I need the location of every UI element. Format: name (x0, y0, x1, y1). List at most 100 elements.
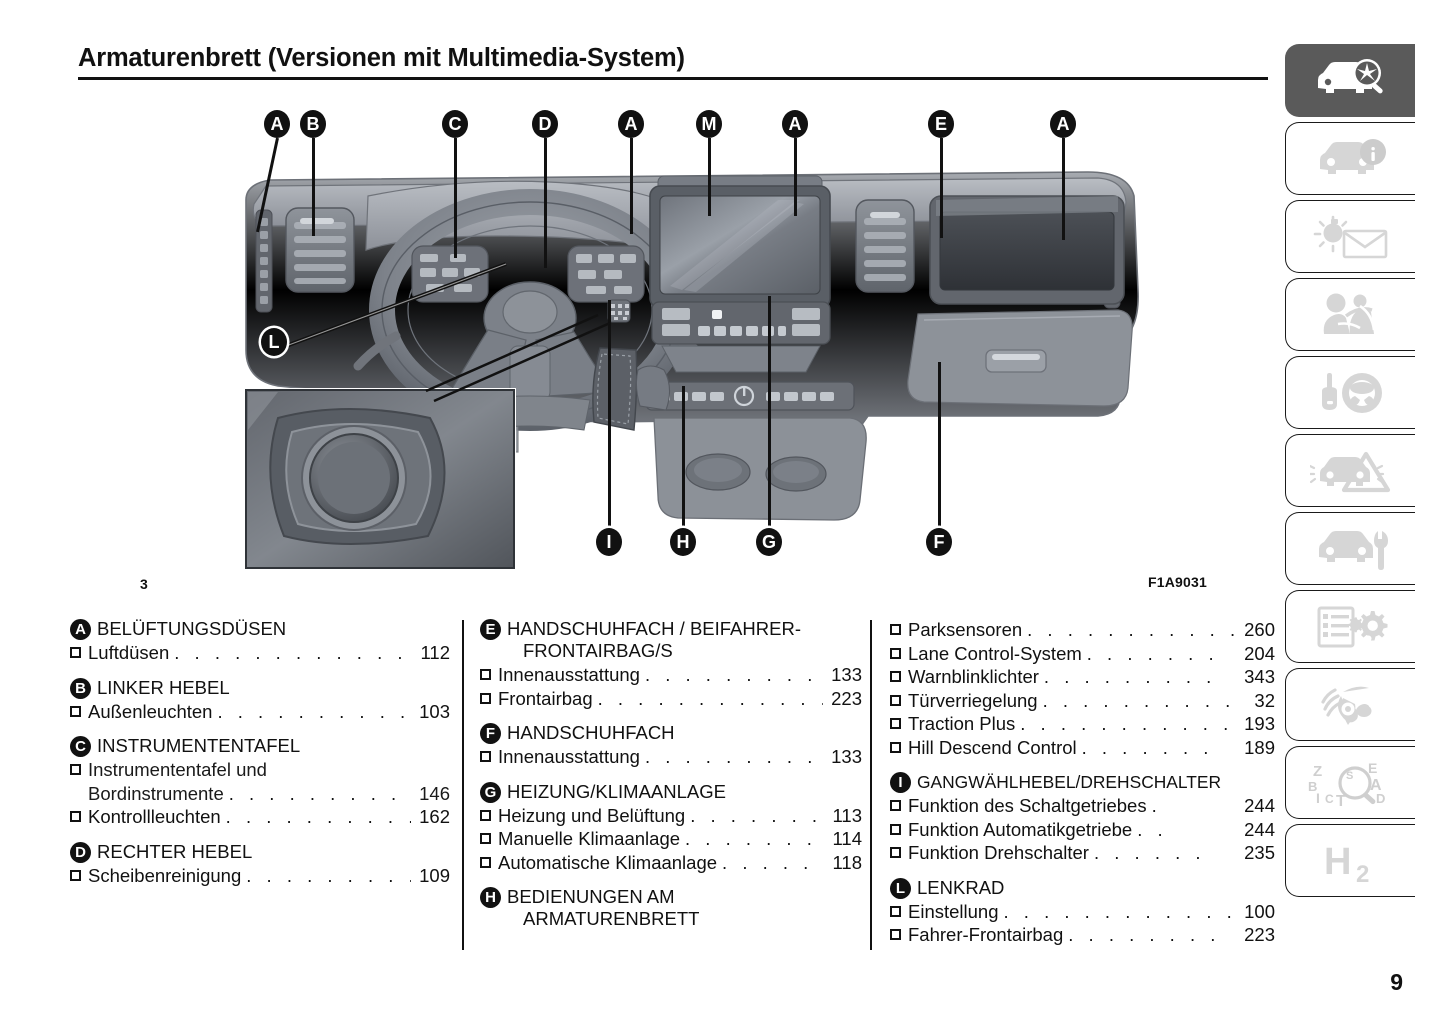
tab-multimedia[interactable] (1285, 668, 1415, 741)
leader-dots: . . . . . . . . . (1043, 666, 1217, 687)
svg-text:S: S (1346, 770, 1353, 782)
legend-item[interactable]: Funktion Drehschalter . . . . . . 235 (890, 841, 1275, 865)
legend-item[interactable]: Parksensoren . . . . . . . . . . . . 260 (890, 618, 1275, 642)
legend-item-label: Funktion Automatikgetriebe (908, 818, 1133, 840)
tab-car-warning-triangle[interactable] (1285, 434, 1415, 507)
svg-text:I: I (1316, 790, 1320, 806)
callout-M: M (696, 110, 722, 138)
legend-item-page: 260 (1244, 619, 1275, 640)
svg-text:A: A (1370, 777, 1382, 794)
legend-group-heading: E HANDSCHUHFACH / BEIFAHRER- FRONTAIRBAG… (480, 618, 862, 662)
legend-item-page: 193 (1244, 713, 1275, 734)
leader-dots: . . . . . . . . . . . . (1020, 713, 1236, 734)
legend-group-heading: I GANGWÄHLHEBEL/DREHSCHALTER (890, 771, 1275, 793)
legend-item[interactable]: Warnblinklichter . . . . . . . . . 343 (890, 665, 1275, 689)
legend-item-page: 118 (832, 851, 863, 873)
car-wrench-icon (1318, 530, 1388, 570)
legend-item[interactable]: Fahrer-Frontairbag . . . . . . . . 223 (890, 923, 1275, 947)
legend-title-I: GANGWÄHLHEBEL/DREHSCHALTER (917, 772, 1222, 792)
legend-item-page: 235 (1244, 842, 1275, 863)
dashboard-switch-bar (645, 381, 855, 411)
leader-dots: . . . . . . . . . (685, 828, 823, 849)
tab-h2[interactable]: H 2 (1285, 824, 1415, 897)
legend-item[interactable]: Kontrollleuchten . . . . . . . . . . . .… (70, 805, 450, 829)
sun-envelope-icon (1313, 215, 1387, 258)
page-number: 9 (1390, 969, 1403, 995)
legend-item[interactable]: Innenausstattung . . . . . . . . . . . .… (480, 663, 862, 687)
leader-dots: . . . . . . . . . . . . (1027, 619, 1236, 640)
tab-car-info[interactable] (1285, 122, 1415, 195)
legend-item-label: Lane Control-System (908, 642, 1082, 664)
legend-divider-1 (462, 620, 464, 950)
legend-item[interactable]: Innenausstattung . . . . . . . . . . . .… (480, 745, 862, 769)
bullet-square-icon (70, 869, 81, 881)
bullet-square-icon (890, 823, 901, 835)
legend-item[interactable]: Instrumententafel und Bordinstrumente . … (70, 758, 450, 805)
tab-car-inspect[interactable] (1285, 44, 1415, 117)
legend-item-label: Heizung und Belüftung (498, 804, 686, 826)
legend-item-label: Hill Descend Control (908, 736, 1077, 758)
leader-F (938, 362, 941, 528)
climate-control-panel (651, 301, 831, 373)
legend-item-label: Instrumententafel und (88, 759, 267, 780)
legend-badge-F: F (480, 723, 501, 744)
leader-dots: . . . . . . . . (690, 804, 823, 826)
svg-text:C: C (1325, 792, 1334, 806)
legend-item-label: Türverriegelung (908, 689, 1038, 711)
legend-item[interactable]: Traction Plus . . . . . . . . . . . . 19… (890, 712, 1275, 736)
leader-A-4 (1062, 138, 1065, 240)
legend-group-heading: H BEDIENUNGEN AM ARMATURENBRETT (480, 886, 862, 930)
tab-list-gears[interactable] (1285, 590, 1415, 663)
legend-title-F: HANDSCHUHFACH (507, 722, 675, 743)
legend-group-L: L LENKRAD Einstellung . . . . . . . . . … (890, 877, 1275, 947)
legend-item[interactable]: Außenleuchten . . . . . . . . . . . . . … (70, 700, 450, 724)
bullet-square-icon (480, 669, 491, 680)
leader-dots: . . . . . . . . . . . . . . . . (174, 642, 411, 663)
legend-item[interactable]: Manuelle Klimaanlage . . . . . . . . . 1… (480, 827, 862, 851)
tab-sun-envelope[interactable] (1285, 200, 1415, 273)
leader-A-2 (630, 138, 633, 234)
inset-detail-rotary-selector (244, 388, 516, 570)
legend-item-label: Scheibenreinigung (88, 864, 242, 886)
legend-title-H: BEDIENUNGEN AM (507, 886, 675, 907)
legend-item[interactable]: Hill Descend Control . . . . . . . 189 (890, 736, 1275, 760)
bullet-square-icon (70, 705, 81, 717)
legend-item-page: 133 (831, 664, 862, 685)
legend-badge-H: H (480, 887, 501, 908)
leader-B (312, 138, 315, 236)
bullet-square-icon (480, 856, 491, 868)
tab-key-steering-wheel[interactable] (1285, 356, 1415, 429)
callout-A-4: A (1050, 110, 1076, 138)
legend-item[interactable]: Funktion des Schaltgetriebes . 244 (890, 794, 1275, 818)
h2-subscript: 2 (1356, 861, 1369, 884)
page-title: Armaturenbrett (Versionen mit Multimedia… (78, 44, 685, 72)
tab-seatbelt-occupant[interactable] (1285, 278, 1415, 351)
legend-item[interactable]: Luftdüsen . . . . . . . . . . . . . . . … (70, 641, 450, 665)
bullet-square-icon (480, 692, 491, 704)
legend-item-label: Kontrollleuchten (88, 806, 221, 827)
legend-item[interactable]: Scheibenreinigung . . . . . . . . . . . … (70, 864, 450, 888)
legend-item[interactable]: Einstellung . . . . . . . . . . . . . . … (890, 900, 1275, 924)
legend-item-page: 100 (1244, 900, 1275, 922)
legend-column-3: Parksensoren . . . . . . . . . . . . 260… (890, 618, 1275, 959)
alphabetic-index-icon: Z B I C T S E A D (1308, 760, 1385, 807)
leader-A-3 (794, 138, 797, 216)
tab-car-wrench[interactable] (1285, 512, 1415, 585)
svg-text:E: E (1368, 760, 1377, 776)
leader-E (940, 138, 943, 238)
legend-item[interactable]: Türverriegelung . . . . . . . . . . . 32 (890, 689, 1275, 713)
legend-item[interactable]: Automatische Klimaanlage . . . . . 118 (480, 851, 862, 875)
bullet-square-icon (890, 671, 901, 682)
legend-item[interactable]: Lane Control-System . . . . . . . 204 (890, 642, 1275, 666)
legend-item[interactable]: Frontairbag . . . . . . . . . . . . . . … (480, 687, 862, 711)
legend-item[interactable]: Heizung und Belüftung . . . . . . . . 11… (480, 804, 862, 828)
svg-text:T: T (1336, 793, 1346, 807)
tab-alphabetic-index[interactable]: Z B I C T S E A D (1285, 746, 1415, 819)
bullet-square-icon (890, 647, 901, 659)
legend-item[interactable]: Funktion Automatikgetriebe . . 244 (890, 818, 1275, 842)
leader-G (768, 296, 771, 528)
page-title-block: Armaturenbrett (Versionen mit Multimedia… (78, 44, 1268, 80)
legend-badge-L: L (890, 877, 911, 899)
dashboard-body (245, 171, 1139, 521)
legend-badge-E: E (480, 619, 501, 640)
